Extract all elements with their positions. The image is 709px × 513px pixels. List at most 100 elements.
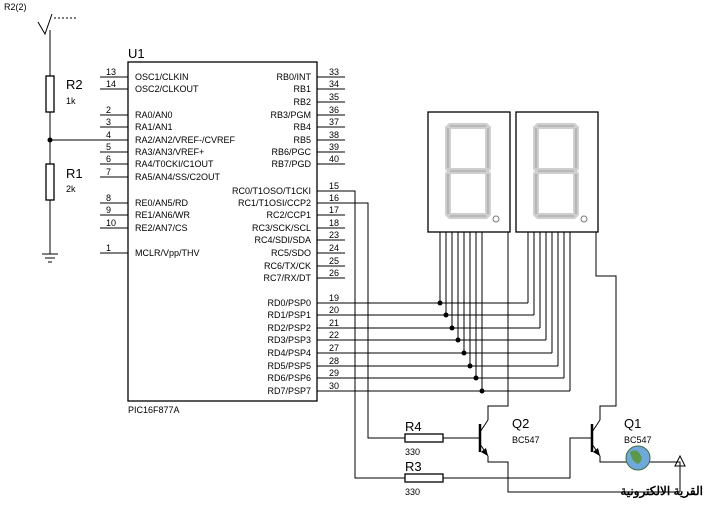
- junction-dot: [455, 337, 461, 343]
- pin-name: RD3/PSP3: [267, 335, 311, 345]
- pin-number: 14: [106, 79, 116, 89]
- pin-name: RE0/AN5/RD: [135, 198, 189, 208]
- pin-number: 30: [329, 381, 339, 391]
- pin-number: 5: [106, 142, 111, 152]
- portd-bus: [345, 232, 571, 394]
- pin-number: 1: [106, 243, 111, 253]
- ground-arrow-icon: [674, 454, 686, 467]
- wire-q1-display2: [595, 232, 617, 420]
- mcu-ref: U1: [128, 46, 145, 61]
- pin-name: RB5: [293, 135, 311, 145]
- pin-name: RA3/AN3/VREF+: [135, 147, 204, 157]
- pin-number: 13: [106, 67, 116, 77]
- pin-number: 6: [106, 154, 111, 164]
- pin-number: 4: [106, 130, 111, 140]
- probe-arrow-icon: [37, 13, 53, 36]
- pin-number: 26: [329, 268, 339, 278]
- resistor-ref: R3: [405, 459, 422, 474]
- resistor-r1[interactable]: R1 2k: [45, 163, 83, 201]
- pin-name: RC3/SCK/SCL: [252, 223, 311, 233]
- pin-name: RA2/AN2/VREF-/CVREF: [135, 135, 236, 145]
- pin-number: 21: [329, 318, 339, 328]
- mcu-right-pins: 33RB0/INT34RB135RB236RB3/PGM37RB438RB539…: [232, 67, 345, 396]
- junction-dot: [479, 388, 485, 394]
- pin-number: 34: [329, 79, 339, 89]
- pin-name: RB4: [293, 122, 311, 132]
- pin-name: RD6/PSP6: [267, 373, 311, 383]
- pin-number: 16: [329, 193, 339, 203]
- pin-name: RC7/RX/DT: [263, 273, 311, 283]
- pin-number: 25: [329, 256, 339, 266]
- pin-number: 2: [106, 105, 111, 115]
- pin-name: RD0/PSP0: [267, 298, 311, 308]
- transistor-q2[interactable]: Q2 BC547: [478, 416, 540, 457]
- resistor-value: 1k: [66, 96, 76, 106]
- wire-q2-emitter: [487, 456, 680, 493]
- transistor-q1[interactable]: Q1 BC547: [590, 416, 652, 457]
- pin-name: RB0/INT: [276, 72, 311, 82]
- pin-number: 18: [329, 218, 339, 228]
- pin-number: 37: [329, 117, 339, 127]
- pin-name: OSC2/CLKOUT: [135, 84, 199, 94]
- pin-number: 15: [329, 181, 339, 191]
- junction-dot: [461, 350, 467, 356]
- pin-name: RC4/SDI/SDA: [254, 235, 311, 245]
- pin-name: RA5/AN4/SS/C2OUT: [135, 172, 221, 182]
- resistor-r2[interactable]: R2 1k: [45, 75, 83, 113]
- junction-dot: [473, 375, 479, 381]
- wire-rc0-r3: [345, 190, 405, 479]
- pin-number: 19: [329, 293, 339, 303]
- seven-segment-display-1[interactable]: [427, 111, 511, 233]
- transistor-collector: [479, 419, 489, 433]
- resistor-value: 330: [405, 487, 420, 497]
- resistor-ref: R2: [66, 77, 83, 92]
- pin-name: RB1: [293, 84, 311, 94]
- seven-segment-display-2[interactable]: [515, 111, 599, 233]
- transistor-ref: Q1: [624, 416, 641, 431]
- resistor-r4[interactable]: R4 330: [404, 419, 444, 457]
- ground-icon: [42, 253, 58, 263]
- pin-name: OSC1/CLKIN: [135, 72, 189, 82]
- wire-q2-display1: [487, 232, 509, 420]
- pin-name: RA1/AN1: [135, 122, 173, 132]
- resistor-r3[interactable]: R3 330: [404, 459, 444, 497]
- pin-number: 8: [106, 193, 111, 203]
